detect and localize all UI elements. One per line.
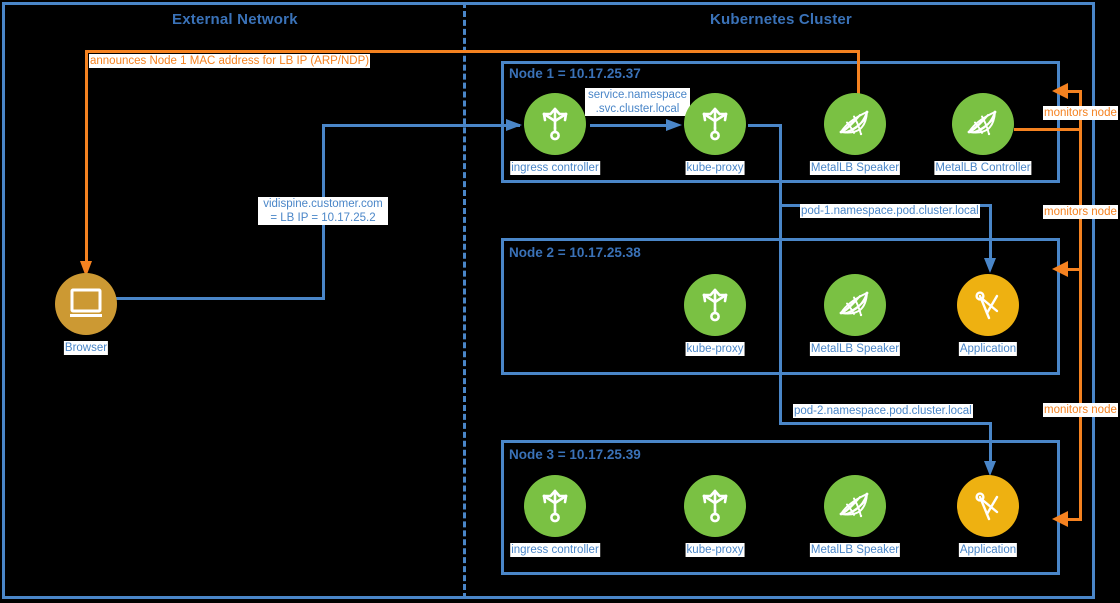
client-browser-label: Browser bbox=[63, 341, 109, 355]
arrow-into-kube-proxy bbox=[666, 119, 682, 131]
arrow-monitors-node1 bbox=[1052, 83, 1068, 99]
monitor-controller-out bbox=[1014, 128, 1082, 131]
component-node2-application[interactable]: Application bbox=[957, 274, 1019, 356]
router-icon bbox=[684, 274, 746, 336]
application-icon bbox=[957, 274, 1019, 336]
node-label-node2: Node 2 = 10.17.25.38 bbox=[509, 245, 641, 260]
arp-drop-to-browser bbox=[85, 50, 88, 267]
node-label-node1: Node 1 = 10.17.25.37 bbox=[509, 66, 641, 81]
component-node1-kube-proxy[interactable]: kube-proxy bbox=[684, 93, 746, 175]
diagram-outer-frame bbox=[2, 2, 1095, 599]
component-node1-metallb-speaker[interactable]: MetalLB Speaker bbox=[809, 93, 901, 175]
arp-speaker-riser bbox=[857, 50, 860, 94]
arrow-into-application-node2 bbox=[984, 258, 996, 273]
arp-horizontal bbox=[85, 50, 860, 53]
component-node3-application[interactable]: Application bbox=[957, 475, 1019, 557]
arrow-monitors-node3 bbox=[1052, 511, 1068, 527]
component-node3-ingress-controller[interactable]: ingress controller bbox=[510, 475, 600, 557]
component-node3-kube-proxy[interactable]: kube-proxy bbox=[684, 475, 746, 557]
link-kubeproxy-out bbox=[748, 124, 782, 127]
edge-label-lb-ip-line2: = LB IP = 10.17.25.2 bbox=[258, 211, 388, 225]
arrow-monitors-node2 bbox=[1052, 261, 1068, 277]
component-label: ingress controller bbox=[510, 161, 600, 175]
node-label-node3: Node 3 = 10.17.25.39 bbox=[509, 447, 641, 462]
metallb-icon bbox=[824, 274, 886, 336]
component-node2-metallb-speaker[interactable]: MetalLB Speaker bbox=[809, 274, 901, 356]
edge-label-monitors-node-3: monitors node bbox=[1043, 403, 1118, 417]
arrow-into-ingress-controller bbox=[506, 119, 522, 131]
edge-label-lb-ip-line1: vidispine.customer.com bbox=[258, 197, 388, 211]
router-icon bbox=[684, 93, 746, 155]
network-boundary-divider bbox=[463, 2, 466, 599]
component-label: kube-proxy bbox=[685, 161, 745, 175]
monitor-node3-arm bbox=[1063, 518, 1082, 521]
component-label: kube-proxy bbox=[685, 543, 745, 557]
edge-label-service-dns-line1: service.namespace bbox=[585, 88, 690, 102]
link-ingress-to-kubeproxy bbox=[590, 124, 676, 127]
arrow-into-application-node3 bbox=[984, 461, 996, 476]
component-label: ingress controller bbox=[510, 543, 600, 557]
component-node3-metallb-speaker[interactable]: MetalLB Speaker bbox=[809, 475, 901, 557]
link-pod2-drop bbox=[989, 422, 992, 467]
kubernetes-cluster-title: Kubernetes Cluster bbox=[710, 11, 852, 28]
component-label: MetalLB Speaker bbox=[809, 161, 901, 175]
component-node1-metallb-controller[interactable]: MetalLB Controller bbox=[934, 93, 1032, 175]
external-network-title: External Network bbox=[172, 11, 298, 28]
client-browser[interactable]: Browser bbox=[55, 273, 117, 355]
link-pod2-branch bbox=[779, 422, 992, 425]
link-browser-to-riser bbox=[112, 297, 325, 300]
component-label: MetalLB Speaker bbox=[809, 543, 901, 557]
link-riser-to-ingress bbox=[322, 124, 520, 127]
edge-label-monitors-node-1: monitors node bbox=[1043, 106, 1118, 120]
component-label: MetalLB Controller bbox=[934, 161, 1032, 175]
router-icon bbox=[524, 93, 586, 155]
application-icon bbox=[957, 475, 1019, 537]
edge-label-monitors-node-2: monitors node bbox=[1043, 205, 1118, 219]
component-label: kube-proxy bbox=[685, 342, 745, 356]
monitor-node2-arm bbox=[1063, 268, 1082, 271]
edge-label-arp-announce: announces Node 1 MAC address for LB IP (… bbox=[89, 54, 371, 68]
monitor-node1-arm bbox=[1063, 90, 1082, 93]
browser-icon bbox=[55, 273, 117, 335]
arrow-into-browser bbox=[80, 261, 92, 277]
edge-label-service-dns-line2: .svc.cluster.local bbox=[585, 102, 690, 116]
component-label: MetalLB Speaker bbox=[809, 342, 901, 356]
metallb-icon bbox=[952, 93, 1014, 155]
monitor-trunk bbox=[1079, 128, 1082, 520]
edge-label-pod1-dns: pod-1.namespace.pod.cluster.local bbox=[800, 204, 980, 218]
link-pod1-drop bbox=[989, 204, 992, 264]
component-label: Application bbox=[958, 342, 1018, 356]
edge-label-pod2-dns: pod-2.namespace.pod.cluster.local bbox=[793, 404, 973, 418]
component-node1-ingress-controller[interactable]: ingress controller bbox=[510, 93, 600, 175]
component-label: Application bbox=[958, 543, 1018, 557]
component-node2-kube-proxy[interactable]: kube-proxy bbox=[684, 274, 746, 356]
node-box-node3 bbox=[501, 440, 1060, 575]
router-icon bbox=[684, 475, 746, 537]
metallb-icon bbox=[824, 93, 886, 155]
link-kubeproxy-trunk bbox=[779, 124, 782, 422]
router-icon bbox=[524, 475, 586, 537]
metallb-icon bbox=[824, 475, 886, 537]
